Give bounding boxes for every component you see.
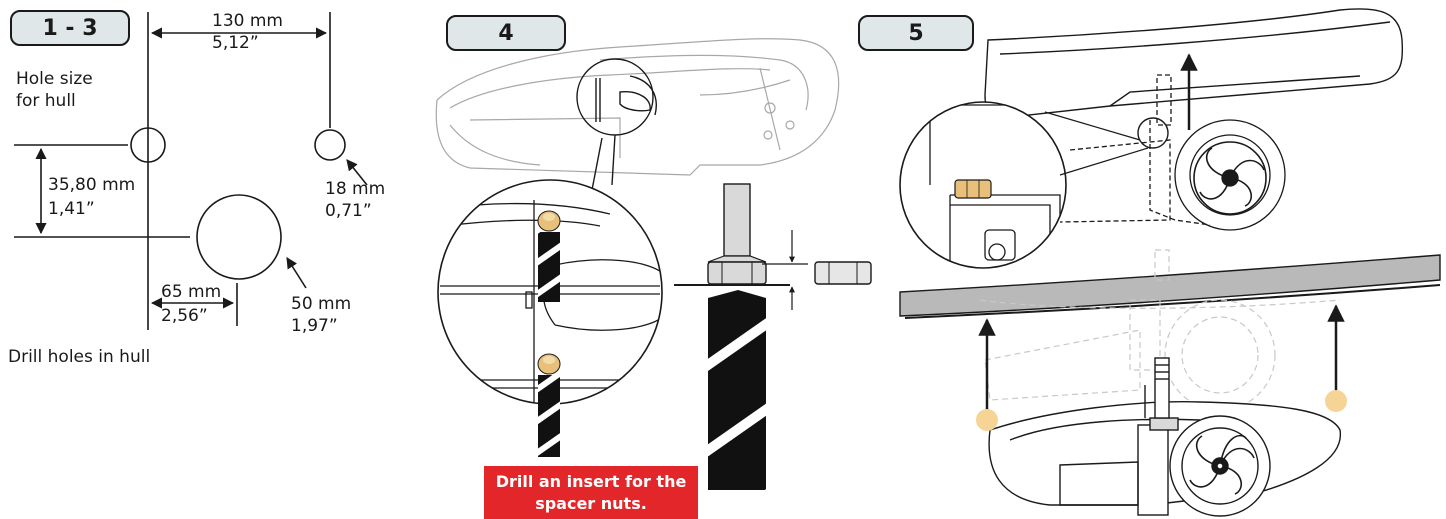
dim-large-hole-mm: 50 mm bbox=[291, 294, 352, 314]
mount-point-right bbox=[1325, 390, 1347, 412]
dim-top-in: 5,12” bbox=[212, 33, 259, 53]
hole-size-label-2: for hull bbox=[16, 91, 76, 111]
dim-small-hole-mm: 18 mm bbox=[325, 179, 386, 199]
housing-cover-upper bbox=[984, 8, 1404, 119]
detail-callout-small bbox=[1137, 117, 1169, 149]
drill-bit-small-lower bbox=[537, 353, 561, 457]
dim-top-mm: 130 mm bbox=[212, 11, 283, 31]
dim-horiz-in: 2,56” bbox=[161, 306, 208, 326]
dim-vert-mm: 35,80 mm bbox=[48, 175, 136, 195]
dim-small-hole-in: 0,71” bbox=[325, 201, 372, 221]
mount-arrows bbox=[978, 304, 1345, 410]
dim-vert-in: 1,41” bbox=[48, 199, 95, 219]
callout-line-a bbox=[1044, 111, 1141, 141]
motor-housing-top bbox=[435, 38, 840, 176]
step-badge-1-3: 1 - 3 bbox=[10, 10, 130, 46]
dim-large-hole-in: 1,97” bbox=[291, 316, 338, 336]
warning-line-2: spacer nuts. bbox=[535, 494, 647, 513]
step-badge-4: 4 bbox=[446, 15, 566, 51]
warning-box: Drill an insert for the spacer nuts. bbox=[484, 466, 698, 519]
spacer-nut bbox=[814, 261, 872, 285]
motor-assembly-ghost bbox=[979, 249, 1341, 411]
dim-horiz-mm: 65 mm bbox=[161, 282, 222, 302]
warning-line-1: Drill an insert for the bbox=[495, 472, 687, 491]
mount-point-left bbox=[976, 409, 998, 431]
hole-size-label: Hole size bbox=[16, 69, 93, 89]
hull-section bbox=[899, 254, 1441, 319]
detail-circle-small bbox=[576, 58, 657, 191]
hole-dimension-drawing bbox=[14, 12, 368, 330]
step-badge-5: 5 bbox=[858, 15, 974, 51]
callout-line-b bbox=[1059, 147, 1149, 176]
drill-bit-large bbox=[674, 183, 790, 490]
motor-assembly-upper bbox=[1059, 74, 1286, 231]
propeller-upper bbox=[1193, 141, 1267, 215]
detail-circle-nut bbox=[899, 101, 1067, 269]
drill-bit-small-upper bbox=[537, 210, 561, 302]
depth-indicator bbox=[762, 230, 808, 310]
drill-holes-caption: Drill holes in hull bbox=[8, 347, 151, 367]
motor-assembly-lower bbox=[988, 357, 1341, 517]
